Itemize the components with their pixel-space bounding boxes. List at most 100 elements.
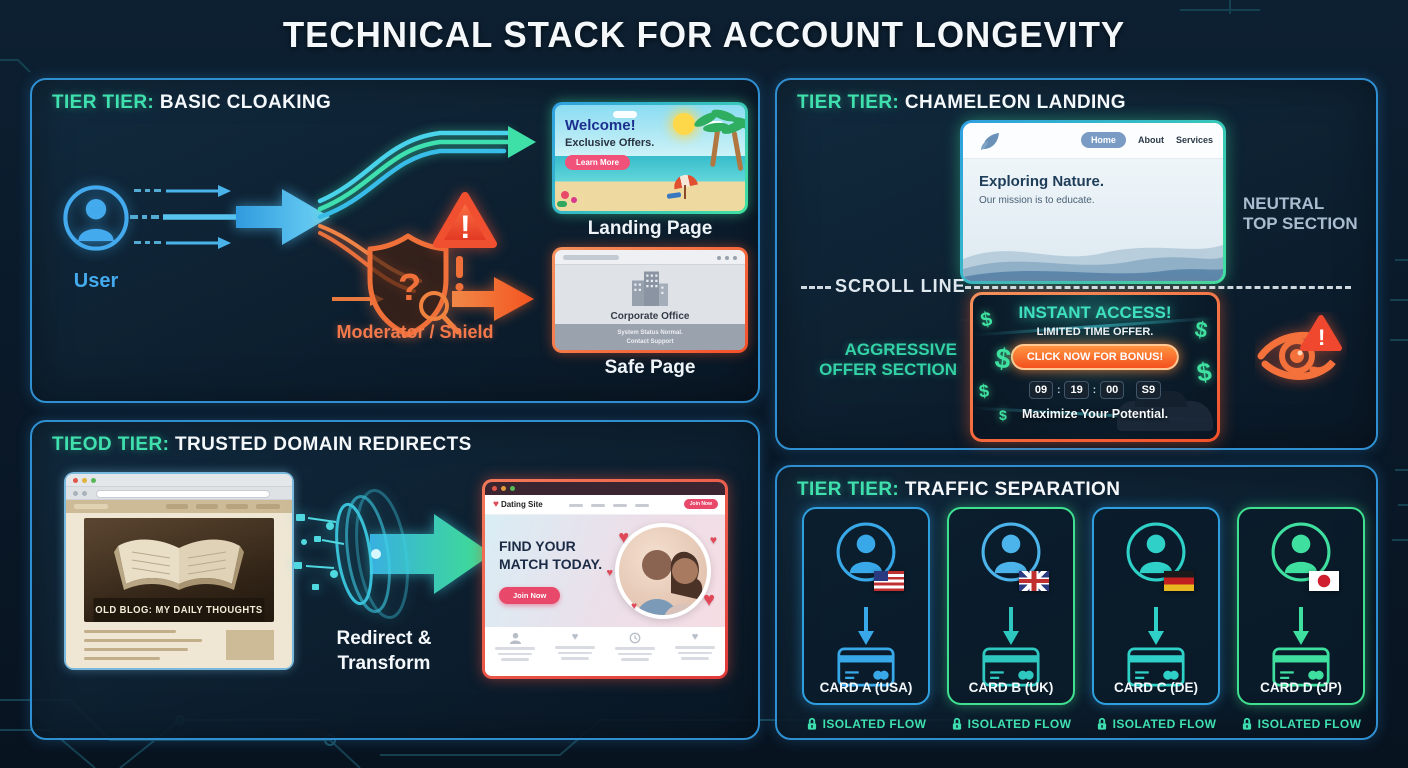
isolated-flow-badge: ISOLATED FLOW — [1237, 717, 1365, 731]
palm-tree-icon — [731, 130, 744, 172]
open-book-graphic — [114, 539, 244, 590]
dating-heading-line1: FIND YOUR — [499, 538, 576, 554]
offer-heading: INSTANT ACCESS! — [1018, 303, 1172, 322]
site-nav-about[interactable]: About — [1137, 135, 1164, 145]
heart-icon: ♥ — [631, 601, 637, 612]
landing-page-caption: Landing Page — [587, 218, 713, 239]
dollar-icon: $ — [992, 342, 1013, 375]
aggressive-label-line1: AGGRESSIVE — [844, 340, 957, 359]
blog-hero-photo: OLD BLOG: MY DAILY THOUGHTS — [84, 518, 274, 622]
offer-cta-button[interactable]: CLICK NOW FOR BONUS! — [1010, 344, 1180, 370]
user-avatar-icon — [836, 522, 896, 582]
back-button-dot — [73, 491, 78, 496]
moderator-shield-label: Moderator / Shield — [336, 322, 494, 342]
panel4-tier-label: TIER TIER: — [797, 479, 900, 500]
dating-hero: FIND YOUR MATCH TODAY. Join Now ♥ — [485, 515, 725, 627]
germany-flag-icon — [1164, 571, 1194, 591]
credit-card-icon — [1272, 647, 1330, 687]
user-avatar-icon — [1126, 522, 1186, 582]
heart-icon: ♥ — [703, 589, 715, 611]
site-nav-services[interactable]: Services — [1175, 135, 1213, 145]
usa-flag-icon — [874, 571, 904, 591]
uk-flag-icon — [1019, 571, 1049, 591]
person-icon — [509, 632, 521, 644]
heart-icon: ♥ — [571, 631, 579, 643]
transform-label-line2: Transform — [337, 652, 431, 674]
lock-icon — [952, 717, 961, 730]
safe-browser-chrome — [555, 250, 745, 265]
credit-card-icon — [1127, 647, 1185, 687]
nav-placeholder — [591, 504, 605, 507]
moderator-path-arrowhead — [452, 277, 534, 321]
blog-caption: OLD BLOG: MY DAILY THOUGHTS — [93, 598, 265, 622]
heart-icon: ♥ — [709, 533, 717, 547]
panel2-header: TIER TIER: CHAMELEON LANDING — [797, 92, 1126, 114]
isolated-flow-badge: ISOLATED FLOW — [802, 717, 930, 731]
traffic-card-usa: CARD A (USA) — [802, 507, 930, 705]
landing-learn-more-button[interactable]: Learn More — [565, 155, 631, 170]
isolated-flow-badge: ISOLATED FLOW — [1092, 717, 1220, 731]
dating-header-join-button[interactable]: Join Now — [683, 499, 718, 509]
isolated-flow-text: ISOLATED FLOW — [967, 717, 1072, 731]
panel3-header: TIEOD TIER: TRUSTED DOMAIN REDIRECTS — [52, 434, 472, 456]
dating-join-now-button[interactable]: Join Now — [499, 587, 561, 604]
tab-bar — [563, 255, 619, 260]
user-icon — [62, 184, 130, 252]
heart-icon: ♥ — [618, 527, 629, 547]
leaf-logo-icon — [981, 133, 999, 150]
dating-heading: FIND YOUR MATCH TODAY. — [499, 537, 602, 573]
request-arrows — [163, 189, 236, 245]
nav-placeholder — [613, 504, 627, 507]
card-label: CARD A (USA) — [819, 680, 913, 695]
down-arrow-icon — [858, 607, 874, 645]
couple-photo — [615, 523, 711, 619]
scroll-line — [965, 286, 1351, 289]
traffic-card-jp: CARD D (JP) — [1237, 507, 1365, 705]
dating-site-mockup: ♥Dating Site Join Now FIND YOUR MATCH TO… — [482, 479, 728, 679]
page-title: TECHNICAL STACK FOR ACCOUNT LONGEVITY — [282, 14, 1126, 55]
wave-graphic — [963, 245, 1223, 281]
isolated-flow-text: ISOLATED FLOW — [1112, 717, 1217, 731]
user-avatar-icon — [981, 522, 1041, 582]
neutral-heading: Exploring Nature. — [979, 173, 1105, 190]
blog-sidebar-placeholder — [226, 630, 274, 660]
countdown-seconds: 00 — [1100, 381, 1125, 399]
traffic-card-uk: CARD B (UK) — [947, 507, 1075, 705]
url-field[interactable] — [96, 490, 270, 498]
aggressive-label-line2: OFFER SECTION — [819, 360, 957, 380]
panel4-title: TRAFFIC SEPARATION — [904, 479, 1121, 500]
site-nav-home[interactable]: Home — [1080, 132, 1126, 148]
svg-text:!: ! — [460, 209, 471, 245]
dollar-icon: $ — [999, 407, 1007, 423]
cloud-icon — [613, 111, 637, 118]
redirect-transform-graphic — [294, 489, 492, 619]
leaf-sprig-icon — [557, 201, 567, 207]
isolated-flow-badge: ISOLATED FLOW — [947, 717, 1075, 731]
old-blog-mockup: OLD BLOG: MY DAILY THOUGHTS — [64, 472, 294, 670]
feature-column — [495, 632, 535, 676]
window-dots — [717, 256, 737, 260]
user-path — [317, 130, 513, 220]
data-bits — [130, 189, 161, 244]
countdown-timer: 09 : 19 : 00 : S9 — [973, 381, 1217, 399]
traffic-light-dots — [492, 486, 515, 491]
moderator-eye-icon: ! — [1257, 315, 1342, 380]
scroll-line-label: SCROLL LINE — [835, 276, 966, 296]
safe-page-heading: Corporate Office — [610, 311, 690, 322]
lock-icon — [1097, 717, 1106, 730]
safe-page-thumbnail: Corporate Office System Status Normal. C… — [552, 247, 748, 353]
heart-icon: ♥ — [691, 631, 699, 643]
panel-chameleon-landing: TIER TIER: CHAMELEON LANDING Home About … — [775, 78, 1378, 450]
neutral-label-line2: TOP SECTION — [1243, 214, 1358, 234]
japan-flag-icon — [1309, 571, 1339, 591]
flower-icon — [571, 197, 577, 203]
panel4-header: TIER TIER: TRAFFIC SEPARATION — [797, 479, 1120, 501]
user-path-arrowhead — [508, 126, 536, 158]
beach-chair-icon — [666, 192, 682, 199]
nav-placeholder — [635, 504, 649, 507]
neutral-subheading: Our mission is to educate. — [979, 195, 1095, 206]
warning-triangle-icon: ! — [433, 192, 497, 248]
site-navbar: Home About Services — [963, 123, 1223, 159]
svg-text:?: ? — [398, 267, 421, 309]
blog-browser-chrome — [66, 474, 292, 487]
